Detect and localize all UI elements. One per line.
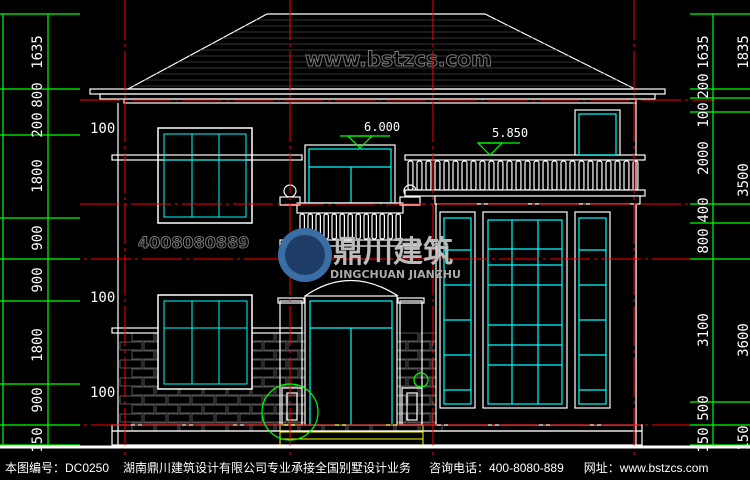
baluster — [379, 213, 386, 240]
baluster — [587, 160, 594, 191]
company-logo: 鼎川建筑 DINGCHUAN JIANZHU — [278, 228, 461, 282]
dimension-lines — [0, 13, 750, 447]
entrance-door — [277, 280, 425, 426]
baluster — [497, 160, 504, 191]
drawing-number: 本图编号：DC0250 — [5, 461, 110, 475]
far-right-dimension-label: 1835 — [736, 35, 750, 69]
right-dimension-label: 500 — [696, 395, 712, 420]
bay-windows — [435, 203, 637, 426]
left-dimension-label: 900 — [30, 267, 46, 292]
baluster — [339, 213, 346, 240]
watermark-phone: 4008080889 — [138, 233, 249, 252]
offset-label-2: 100 — [90, 290, 115, 306]
left-dimension-label: 900 — [30, 225, 46, 250]
elevation-mark-5850: 5.850 — [492, 126, 528, 140]
logo-chinese: 鼎川建筑 — [333, 235, 453, 270]
baluster — [479, 160, 486, 191]
far-right-dimension-label: 150 — [736, 425, 750, 450]
baluster — [515, 160, 522, 191]
offset-label-1: 100 — [90, 121, 115, 137]
right-dimension-label: 2000 — [696, 141, 712, 175]
baluster — [395, 213, 402, 240]
logo-english: DINGCHUAN JIANZHU — [330, 268, 461, 281]
baluster — [452, 160, 459, 191]
baluster — [355, 213, 362, 240]
elevation-mark-6000: 6.000 — [364, 120, 400, 134]
baluster — [443, 160, 450, 191]
baluster — [569, 160, 576, 191]
right-dimension-label: 1635 — [696, 35, 712, 69]
baluster — [551, 160, 558, 191]
far-right-dimension-label: 3600 — [736, 323, 750, 357]
baluster — [363, 213, 370, 240]
far-right-dimension-label: 3500 — [736, 163, 750, 197]
baluster — [524, 160, 531, 191]
right-balcony — [404, 109, 646, 205]
baluster — [605, 160, 612, 191]
website-link[interactable]: 网址：www.bstzcs.com — [583, 461, 709, 475]
baluster — [470, 160, 477, 191]
baluster — [461, 160, 468, 191]
right-dimension-label: 150 — [696, 427, 712, 452]
baluster — [506, 160, 513, 191]
roof — [89, 13, 666, 104]
baluster — [596, 160, 603, 191]
left-dimension-label: 900 — [30, 387, 46, 412]
watermark-url: www.bstzcs.com — [305, 47, 492, 71]
left-dimension-label: 200 — [30, 112, 46, 137]
baluster — [387, 213, 394, 240]
elevation-drawing: www.bstzcs.com 4008080889 — [0, 0, 750, 455]
baluster — [371, 213, 378, 240]
center-lines — [40, 0, 750, 455]
left-dimension-label: 150 — [30, 427, 46, 452]
baluster — [434, 160, 441, 191]
baluster — [533, 160, 540, 191]
baluster — [331, 213, 338, 240]
baluster — [578, 160, 585, 191]
offset-label-3: 100 — [90, 385, 115, 401]
left-dimension-label: 800 — [30, 82, 46, 107]
baluster — [560, 160, 567, 191]
baluster — [614, 160, 621, 191]
window-upper-left — [157, 127, 253, 224]
company-info: 湖南鼎川建筑设计有限公司专业承接全国别墅设计业务 — [123, 461, 412, 475]
baluster — [347, 213, 354, 240]
right-dimension-label: 3100 — [696, 313, 712, 347]
baluster — [425, 160, 432, 191]
left-dimension-label: 1800 — [30, 159, 46, 193]
right-dimension-label: 100 — [696, 102, 712, 127]
baluster — [488, 160, 495, 191]
baluster — [323, 213, 330, 240]
left-dimension-label: 1800 — [30, 328, 46, 362]
right-dimension-label: 800 — [696, 228, 712, 253]
right-dimension-label: 200 — [696, 73, 712, 98]
entrance-steps — [279, 424, 424, 447]
right-dimension-label: 400 — [696, 197, 712, 222]
footer-bar: 本图编号：DC0250 湖南鼎川建筑设计有限公司专业承接全国别墅设计业务 咨询电… — [0, 455, 750, 480]
watermark-layer: www.bstzcs.com 4008080889 — [138, 47, 493, 253]
baluster — [623, 160, 630, 191]
left-dimension-label: 1635 — [30, 35, 46, 69]
baluster — [416, 160, 423, 191]
phone-info: 咨询电话：400-8080-889 — [429, 461, 564, 475]
baluster — [542, 160, 549, 191]
window-lower-left — [157, 294, 253, 390]
